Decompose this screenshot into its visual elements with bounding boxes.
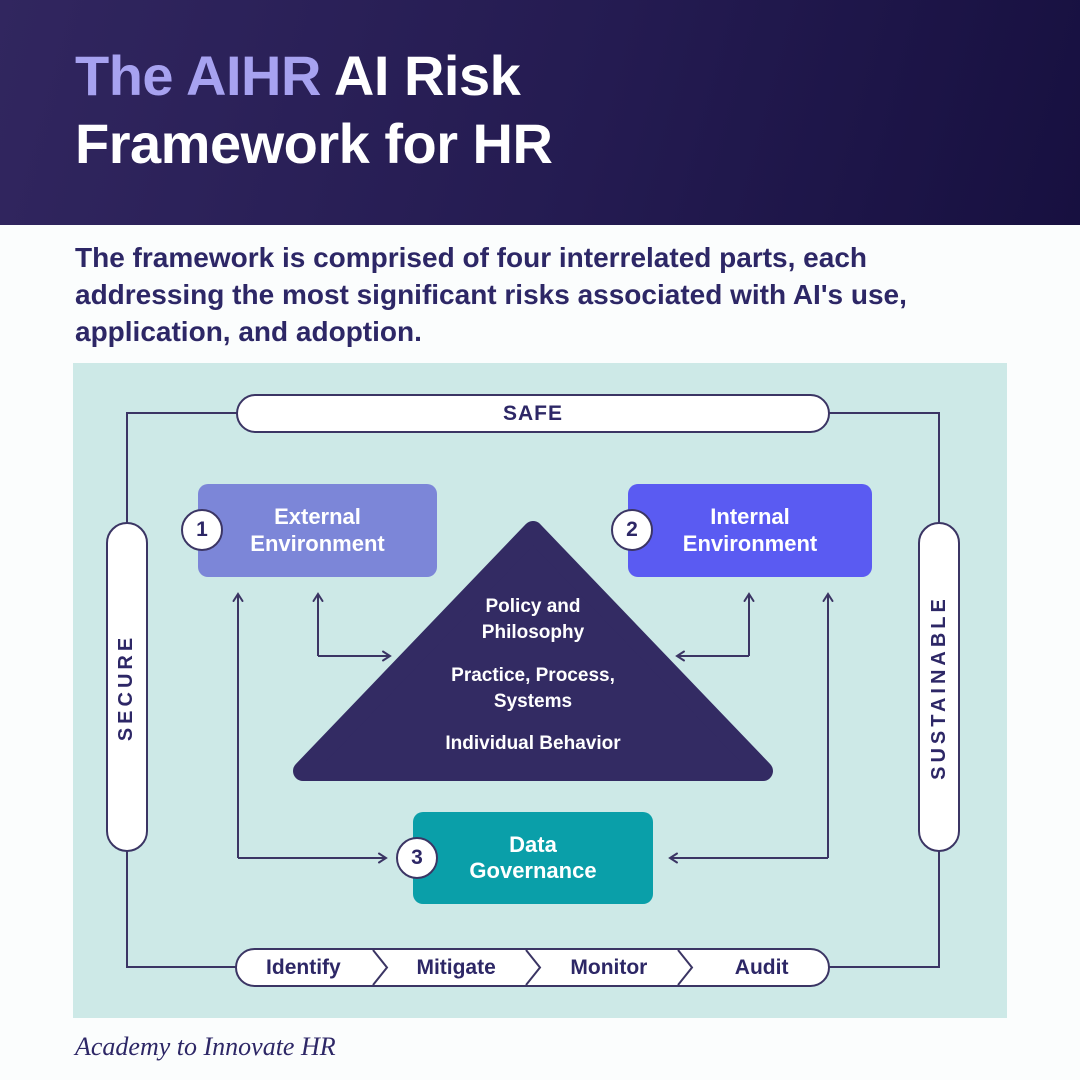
step-audit: Audit: [734, 955, 789, 979]
header-banner: The AIHR AI Risk Framework for HR: [0, 0, 1080, 225]
title-line-2: Framework for HR: [75, 112, 553, 176]
title-accent: The AIHR: [75, 44, 321, 107]
data-governance-label-line1: Data: [509, 831, 557, 857]
data-governance-box: Data Governance: [413, 812, 653, 904]
internal-environment-box: Internal Environment: [628, 484, 872, 577]
data-governance-label-line2: Governance: [469, 858, 597, 883]
chevron-right-icon: [370, 950, 390, 985]
secure-pill: SECURE: [106, 522, 148, 852]
intro-line-2: addressing the most significant risks as…: [75, 278, 907, 310]
sustainable-pill: SUSTAINABLE: [918, 522, 960, 852]
step-mitigate: Mitigate: [416, 955, 496, 979]
policy-line1: Policy and: [485, 596, 581, 617]
number-1-label: 1: [196, 518, 208, 541]
external-environment-label-line2: Environment: [250, 530, 385, 556]
step-identify: Identify: [266, 955, 341, 979]
external-environment-label-line1: External: [274, 504, 361, 530]
number-3-label: 3: [411, 846, 423, 869]
number-2-label: 2: [626, 518, 638, 541]
footer-credit: Academy to Innovate HR: [75, 1032, 336, 1061]
internal-environment-label-line1: Internal: [710, 504, 790, 530]
pyramid-level-policy-philosophy: Policy and Philosophy: [383, 594, 683, 645]
external-environment-box: External Environment: [198, 484, 437, 577]
intro-line-3: application, and adoption.: [75, 315, 422, 347]
pyramid-level-individual-behavior: Individual Behavior: [445, 733, 621, 754]
page-title: The AIHR AI Risk Framework for HR: [75, 42, 553, 179]
title-line-1: The AIHR AI Risk: [75, 42, 552, 110]
step-monitor: Monitor: [570, 955, 648, 979]
title-rest: AI Risk: [320, 44, 521, 107]
safe-label: SAFE: [502, 401, 563, 425]
intro-line-1: The framework is comprised of four inter…: [75, 242, 867, 273]
secure-label: SECURE: [115, 633, 138, 741]
practice-line2: Systems: [493, 690, 573, 712]
intro-paragraph: The framework is comprised of four inter…: [75, 240, 907, 351]
sustainable-label: SUSTAINABLE: [927, 594, 950, 780]
policy-line2: Philosophy: [481, 621, 585, 643]
process-steps-bar: Identify Mitigate Monitor Audit: [235, 948, 830, 987]
number-badge-3: 3: [396, 837, 438, 879]
chevron-right-icon: [523, 950, 543, 985]
practice-line1: Practice, Process,: [451, 665, 615, 686]
chevron-right-icon: [675, 950, 695, 985]
safe-pill: SAFE: [236, 394, 830, 433]
internal-environment-label-line2: Environment: [682, 530, 818, 556]
number-badge-2: 2: [611, 509, 653, 551]
pyramid-level-practice-process-systems: Practice, Process, Systems: [383, 663, 683, 714]
number-badge-1: 1: [181, 509, 223, 551]
